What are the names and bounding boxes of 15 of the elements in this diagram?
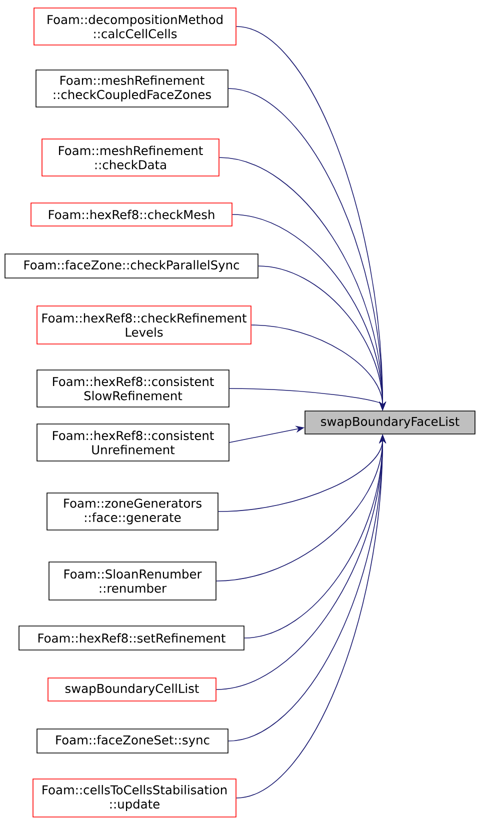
function-box: Foam::hexRef8::consistent SlowRefinement [36, 370, 230, 408]
function-box: swapBoundaryCellList [48, 678, 216, 702]
function-box: Foam::hexRef8::checkRefinement Levels [36, 306, 252, 344]
function-box: Foam::SloanRenumber ::renumber [48, 562, 216, 600]
function-box: Foam::hexRef8::checkMesh [30, 202, 232, 226]
function-box: Foam::faceZoneSet::sync [36, 728, 228, 754]
target-function-box: swapBoundaryFaceList [304, 410, 476, 434]
function-box: Foam::hexRef8::consistent Unrefinement [36, 424, 230, 462]
function-box: Foam::zoneGenerators ::face::generate [46, 492, 218, 530]
function-box: Foam::hexRef8::setRefinement [18, 626, 244, 650]
function-box: Foam::decompositionMethod ::calcCellCells [34, 8, 236, 46]
function-box: Foam::faceZone::checkParallelSync [4, 254, 258, 278]
function-box: Foam::meshRefinement ::checkCoupledFaceZones [36, 70, 228, 108]
function-box: Foam::cellsToCellsStabilisation ::update [32, 778, 236, 818]
function-box: Foam::meshRefinement ::checkData [42, 138, 220, 176]
